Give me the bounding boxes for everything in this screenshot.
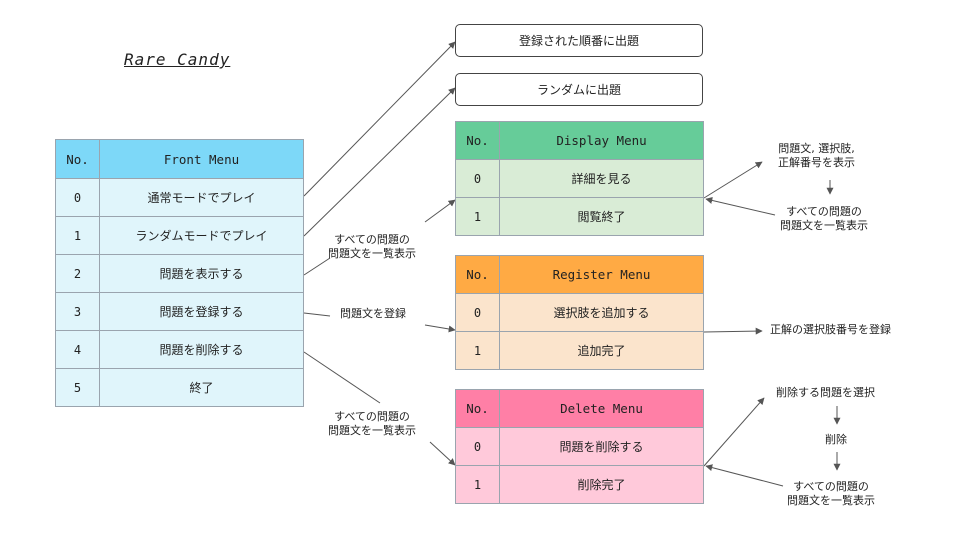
table-row: 1 ランダムモードでプレイ: [55, 216, 304, 255]
row-no: 5: [55, 368, 100, 407]
random-box: ランダムに出題: [455, 73, 703, 106]
front-menu-table: No. Front Menu 0 通常モードでプレイ 1 ランダムモードでプレイ…: [55, 139, 304, 407]
display-menu-header: No. Display Menu: [455, 121, 704, 160]
ordered-box: 登録された順番に出題: [455, 24, 703, 57]
row-label: 選択肢を追加する: [499, 293, 704, 332]
table-row: 4 問題を削除する: [55, 330, 304, 369]
register-menu-table: No. Register Menu 0 選択肢を追加する 1 追加完了: [455, 255, 704, 370]
table-row: 2 問題を表示する: [55, 254, 304, 293]
row-label: 閲覧終了: [499, 197, 704, 236]
table-row: 0 詳細を見る: [455, 159, 704, 198]
column-menu-name: Register Menu: [499, 255, 704, 294]
row-no: 1: [55, 216, 100, 255]
row-label: 削除完了: [499, 465, 704, 504]
column-menu-name: Delete Menu: [499, 389, 704, 428]
column-menu-name: Front Menu: [99, 139, 304, 179]
arrow-delete-select: [703, 397, 765, 467]
arrow-normal-to-ordered: [303, 41, 456, 197]
table-row: 0 選択肢を追加する: [455, 293, 704, 332]
table-row: 1 追加完了: [455, 331, 704, 370]
note-delete-back: すべての問題の 問題文を一覧表示: [787, 480, 875, 507]
row-no: 0: [455, 293, 500, 332]
table-row: 5 終了: [55, 368, 304, 407]
note-delete-done: 削除: [825, 433, 847, 446]
row-label: 問題を削除する: [499, 427, 704, 466]
row-no: 0: [455, 159, 500, 198]
row-no: 3: [55, 292, 100, 331]
arrow-delete-line: [303, 351, 381, 404]
table-row: 1 閲覧終了: [455, 197, 704, 236]
note-detail-show: 問題文, 選択肢, 正解番号を表示: [778, 142, 855, 169]
register-menu-header: No. Register Menu: [455, 255, 704, 294]
arrow-delete-to-menu: [429, 441, 456, 466]
row-no: 1: [455, 197, 500, 236]
row-no: 0: [455, 427, 500, 466]
table-row: 0 問題を削除する: [455, 427, 704, 466]
column-no: No.: [455, 389, 500, 428]
row-label: ランダムモードでプレイ: [99, 216, 304, 255]
note-register-question: 問題文を登録: [340, 307, 406, 320]
diagram-title: Rare Candy: [124, 50, 231, 69]
note-register-answer: 正解の選択肢番号を登録: [770, 323, 891, 336]
delete-menu-header: No. Delete Menu: [455, 389, 704, 428]
display-menu-table: No. Display Menu 0 詳細を見る 1 閲覧終了: [455, 121, 704, 236]
arrow-register-to-menu: [424, 324, 456, 333]
note-detail-back: すべての問題の 問題文を一覧表示: [780, 205, 868, 232]
delete-menu-table: No. Delete Menu 0 問題を削除する 1 削除完了: [455, 389, 704, 504]
row-label: 終了: [99, 368, 304, 407]
row-no: 2: [55, 254, 100, 293]
table-row: 1 削除完了: [455, 465, 704, 504]
note-delete-select: 削除する問題を選択: [776, 386, 875, 399]
arrow-show-to-display-2: [424, 199, 456, 223]
column-menu-name: Display Menu: [499, 121, 704, 160]
arrow-delete-back: [705, 464, 784, 487]
row-no: 4: [55, 330, 100, 369]
table-row: 0 通常モードでプレイ: [55, 178, 304, 217]
arrow-register-line: [303, 312, 331, 317]
column-no: No.: [455, 121, 500, 160]
arrow-detail-back: [705, 197, 776, 216]
row-label: 問題を削除する: [99, 330, 304, 369]
arrow-random-to-random: [303, 87, 456, 237]
table-row: 3 問題を登録する: [55, 292, 304, 331]
column-no: No.: [55, 139, 100, 179]
note-show-all-1: すべての問題の 問題文を一覧表示: [328, 233, 416, 260]
arrow-detail-out: [703, 161, 763, 199]
row-label: 問題を表示する: [99, 254, 304, 293]
note-show-all-2: すべての問題の 問題文を一覧表示: [328, 410, 416, 437]
row-label: 問題を登録する: [99, 292, 304, 331]
row-label: 追加完了: [499, 331, 704, 370]
row-no: 0: [55, 178, 100, 217]
column-no: No.: [455, 255, 500, 294]
row-no: 1: [455, 331, 500, 370]
front-menu-header: No. Front Menu: [55, 139, 304, 179]
arrow-show-to-display: [303, 257, 331, 276]
row-label: 詳細を見る: [499, 159, 704, 198]
arrow-register-answer: [703, 327, 763, 335]
row-no: 1: [455, 465, 500, 504]
row-label: 通常モードでプレイ: [99, 178, 304, 217]
